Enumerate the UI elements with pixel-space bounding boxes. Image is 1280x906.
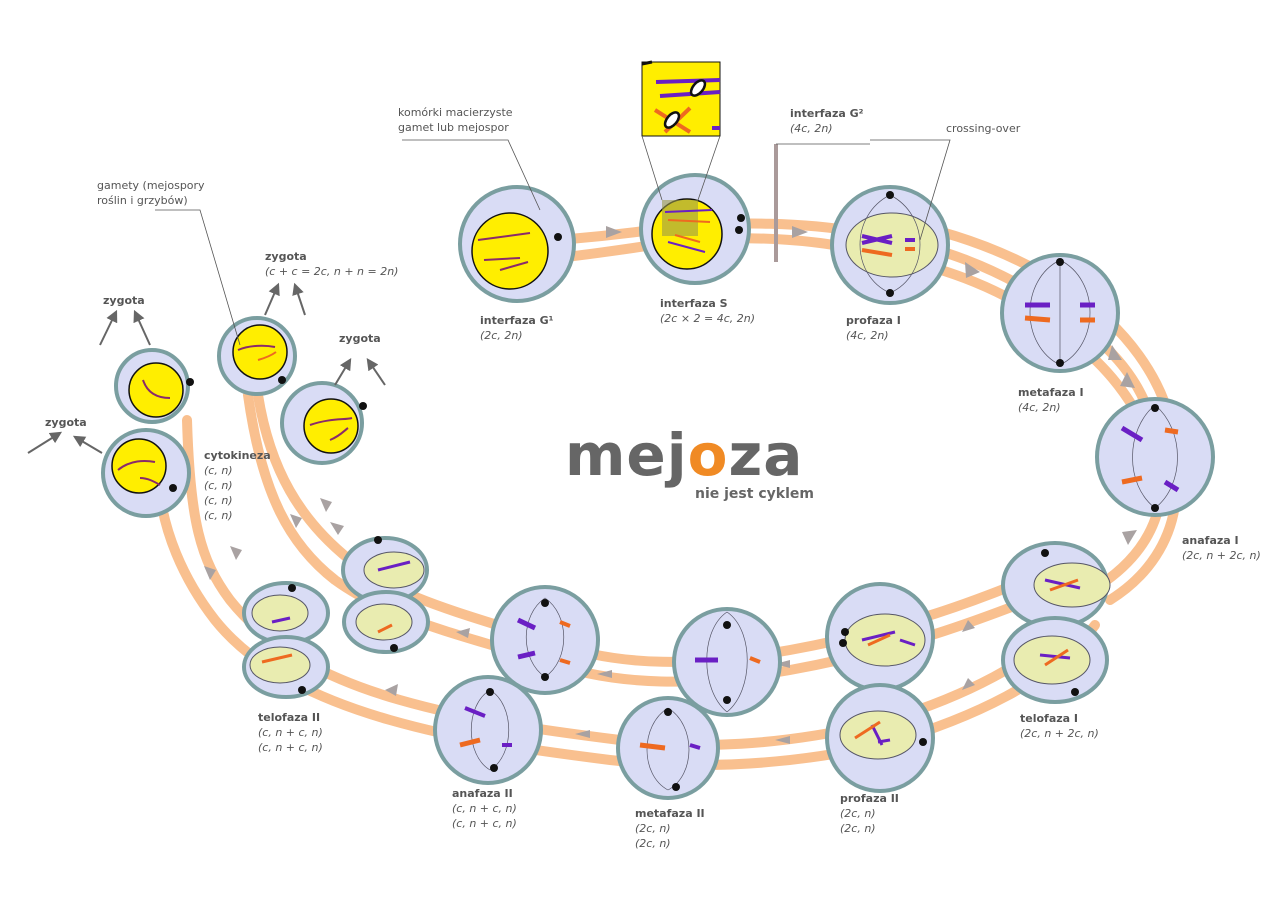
label-zygote-1: zygota(c + c = 2c, n + n = 2n)	[265, 250, 399, 278]
annotation-lines	[155, 139, 951, 346]
cell-anaphase2-upper	[490, 585, 600, 695]
cell-prophase2-lower	[825, 683, 935, 793]
cell-anaphase2-lower	[433, 675, 543, 785]
cell-telophase1	[1001, 541, 1111, 704]
cell-metaphase2-upper	[672, 607, 782, 717]
label-telophase-1: telofaza I(2c, n + 2c, n)	[1020, 712, 1099, 740]
cell-metaphase1	[1000, 253, 1120, 373]
label-zygote-2: zygota	[103, 294, 145, 307]
cell-telophase2-lower	[242, 581, 330, 699]
cell-s	[639, 173, 751, 285]
cell-prophase1	[830, 185, 950, 305]
cell-telophase2-upper	[341, 536, 430, 654]
cell-g1	[458, 185, 576, 303]
label-cytokinesis: cytokineza(c, n)(c, n)(c, n)(c, n)	[204, 449, 271, 522]
diagram-title: mejoza	[565, 421, 804, 489]
cell-cytokinesis-1	[114, 348, 194, 424]
label-anaphase-2: anafaza II(c, n + c, n)(c, n + c, n)	[452, 787, 517, 830]
flow-arrows	[204, 226, 1137, 744]
label-interphase-g1: interfaza G¹(2c, 2n)	[480, 314, 554, 342]
cell-metaphase2-lower	[616, 696, 720, 800]
cell-cytokinesis-2	[101, 428, 191, 518]
label-telophase-2: telofaza II(c, n + c, n)(c, n + c, n)	[258, 711, 323, 754]
annotation-stem-cells: komórki macierzyste gamet lub mejospor	[398, 106, 513, 134]
cell-cytokinesis-4	[280, 381, 367, 465]
s-phase-zoom	[641, 60, 721, 201]
cell-prophase2-upper	[825, 582, 935, 692]
label-zygote-4: zygota	[45, 416, 87, 429]
label-interphase-g2: interfaza G²(4c, 2n)	[790, 107, 864, 135]
label-metaphase-2: metafaza II(2c, n)(2c, n)	[635, 807, 705, 850]
label-interphase-s: interfaza S(2c × 2 = 4c, 2n)	[660, 297, 756, 325]
label-prophase-2: profaza II(2c, n)(2c, n)	[840, 792, 899, 835]
label-anaphase-1: anafaza I(2c, n + 2c, n)	[1182, 534, 1261, 562]
annotation-crossing-over: crossing-over	[946, 122, 1021, 135]
label-zygote-3: zygota	[339, 332, 381, 345]
label-metaphase-1: metafaza I(4c, 2n)	[1018, 386, 1084, 414]
zygote-arrows	[27, 282, 386, 454]
diagram-subtitle: nie jest cyklem	[695, 486, 814, 502]
title-block: mejoza nie jest cyklem	[565, 420, 815, 502]
annotation-gametes: gamety (mejospory roślin i grzybów)	[97, 179, 205, 207]
cell-anaphase1	[1095, 397, 1215, 517]
label-prophase-1: profaza I(4c, 2n)	[846, 314, 901, 342]
cell-cytokinesis-3	[217, 316, 297, 396]
